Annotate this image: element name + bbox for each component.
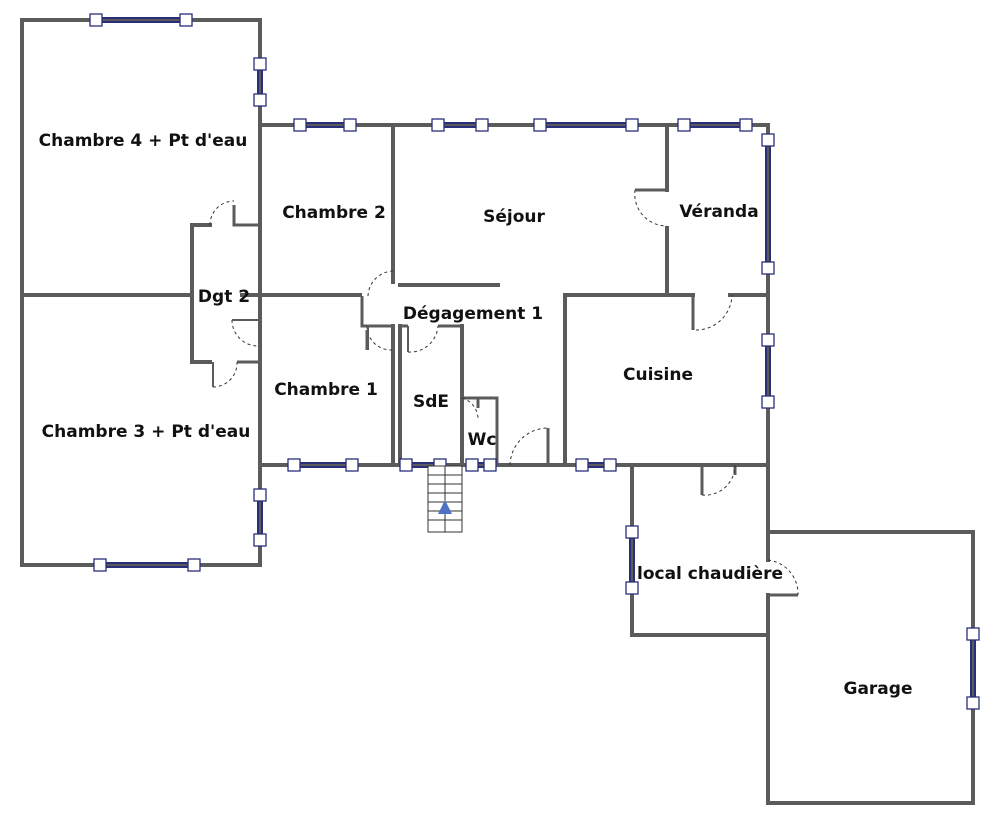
window-ch3-right — [253, 488, 267, 547]
window-cuisine-right — [761, 333, 775, 409]
label-chambre1: Chambre 1 — [274, 380, 378, 400]
door-arc-ch2 — [367, 270, 394, 297]
label-sejour: Séjour — [483, 207, 545, 227]
door-arc-ch1 — [366, 325, 393, 351]
door-arc-ch3 — [212, 361, 238, 388]
window-sejour-top1 — [431, 118, 489, 132]
wall-garage — [766, 530, 975, 805]
label-veranda: Véranda — [679, 202, 758, 222]
room-labels: Chambre 4 + Pt d'eau Chambre 3 + Pt d'ea… — [39, 131, 913, 699]
wall-ch1-door-jamb — [360, 296, 393, 328]
door-arc-local — [701, 464, 736, 496]
door-arc-cuisine — [695, 294, 733, 331]
door-arc-dgt2 — [231, 319, 259, 347]
window-cuisine-bottom — [575, 458, 617, 472]
wall-dgt2 — [190, 223, 212, 364]
windows — [89, 13, 980, 710]
door-arc-sde — [407, 325, 439, 353]
walls — [20, 18, 975, 805]
window-ch4-top — [89, 13, 193, 27]
label-wc: Wc — [468, 430, 497, 450]
label-degagement1: Dégagement 1 — [403, 304, 543, 324]
door-arc-garage — [767, 559, 799, 596]
label-chambre3: Chambre 3 + Pt d'eau — [42, 422, 251, 442]
door-arc-sejour-wc — [509, 427, 549, 466]
door-arc-ch4 — [209, 200, 235, 226]
window-local-left — [625, 525, 639, 595]
wall-local-chaudiere — [630, 463, 770, 637]
stairs — [427, 465, 463, 533]
doors — [209, 189, 799, 596]
window-wc-bottom — [465, 458, 497, 472]
wall-wc — [462, 396, 499, 465]
wall-dgt2-inner-top — [232, 205, 260, 227]
label-garage: Garage — [844, 679, 913, 699]
door-arc-wc — [461, 397, 479, 421]
window-ch2-top — [293, 118, 357, 132]
window-ch1-bottom — [287, 458, 359, 472]
label-chambre2: Chambre 2 — [282, 203, 386, 223]
label-chambre4: Chambre 4 + Pt d'eau — [39, 131, 248, 151]
stairs-arrow-icon — [438, 500, 452, 514]
window-ch4-right — [253, 57, 267, 107]
window-veranda-top — [677, 118, 753, 132]
label-cuisine: Cuisine — [623, 365, 693, 385]
wall-main-top — [258, 123, 770, 464]
door-arc-veranda — [634, 189, 668, 227]
window-ch3-bottom — [93, 558, 201, 572]
window-garage-right — [966, 627, 980, 710]
label-sde: SdE — [413, 392, 449, 412]
label-dgt2: Dgt 2 — [198, 287, 250, 307]
label-local-chaudiere: local chaudière — [637, 564, 783, 584]
window-veranda-right — [761, 133, 775, 275]
window-sejour-top2 — [533, 118, 639, 132]
